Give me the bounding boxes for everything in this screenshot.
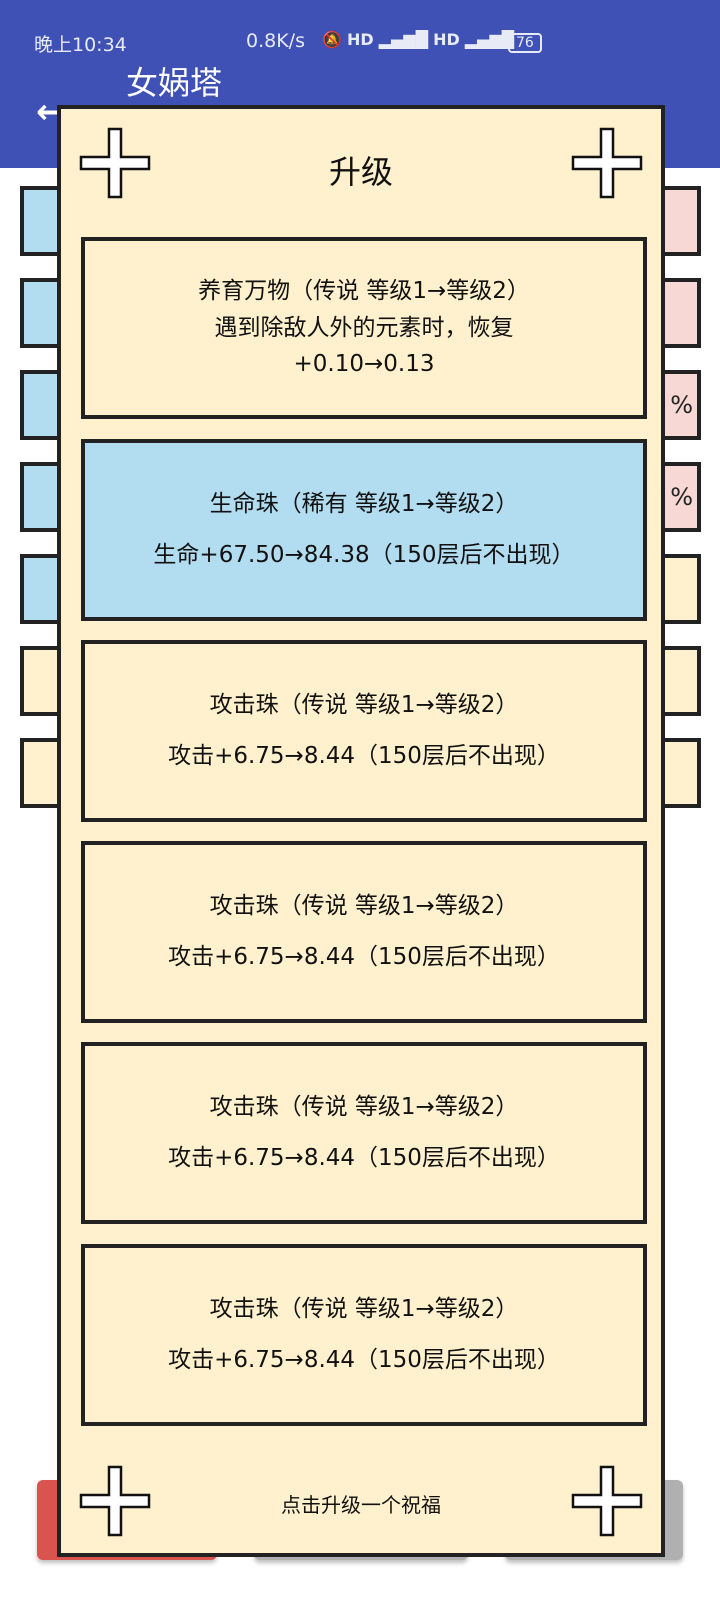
blessing-card[interactable]: 攻击珠（传说 等级1→等级2） 攻击+6.75→8.44（150层后不出现） (81, 1042, 647, 1224)
card-title: 攻击珠（传说 等级1→等级2） (209, 1296, 519, 1323)
card-desc: 攻击+6.75→8.44（150层后不出现） (168, 944, 560, 970)
percent-mark: % (670, 391, 693, 419)
card-desc: 生命+67.50→84.38（150层后不出现） (153, 542, 575, 568)
card-title: 养育万物（传说 等级1→等级2） (198, 277, 530, 304)
signal-icon: ▂▄▆█ (464, 30, 515, 49)
hd-icon: HD (347, 30, 374, 49)
plus-icon (571, 127, 643, 199)
card-title: 攻击珠（传说 等级1→等级2） (209, 893, 519, 920)
status-net-speed: 0.8K/s (246, 30, 305, 52)
status-time: 晚上10:34 (34, 34, 127, 56)
card-desc: 攻击+6.75→8.44（150层后不出现） (168, 1347, 560, 1373)
percent-mark: % (670, 483, 693, 511)
signal-icon: ▂▄▆█ (378, 30, 428, 49)
card-title: 生命珠（稀有 等级1→等级2） (209, 491, 519, 518)
card-desc: 遇到除敌人外的元素时，恢复 (214, 314, 514, 341)
blessing-card[interactable]: 攻击珠（传说 等级1→等级2） 攻击+6.75→8.44（150层后不出现） (81, 841, 647, 1023)
plus-icon (571, 1465, 643, 1537)
card-desc: 攻击+6.75→8.44（150层后不出现） (168, 1145, 560, 1171)
blessing-card[interactable]: 养育万物（传说 等级1→等级2） 遇到除敌人外的元素时，恢复 +0.10→0.1… (81, 237, 647, 419)
battery-icon: 76 (508, 33, 542, 53)
page-title: 女娲塔 (126, 64, 223, 102)
blessing-card[interactable]: 生命珠（稀有 等级1→等级2） 生命+67.50→84.38（150层后不出现） (81, 439, 647, 621)
blessing-card[interactable]: 攻击珠（传说 等级1→等级2） 攻击+6.75→8.44（150层后不出现） (81, 640, 647, 822)
dialog-title: 升级 (328, 153, 393, 191)
status-icons: 🔕 HD ▂▄▆█ HD ▂▄▆█ (322, 30, 515, 49)
plus-icon (79, 127, 151, 199)
card-desc: 攻击+6.75→8.44（150层后不出现） (168, 743, 560, 769)
dialog-hint: 点击升级一个祝福 (281, 1493, 441, 1517)
upgrade-dialog: 升级 养育万物（传说 等级1→等级2） 遇到除敌人外的元素时，恢复 +0.10→… (57, 105, 665, 1557)
card-value: +0.10→0.13 (293, 351, 435, 378)
plus-icon (79, 1465, 151, 1537)
blessing-card[interactable]: 攻击珠（传说 等级1→等级2） 攻击+6.75→8.44（150层后不出现） (81, 1244, 647, 1426)
card-title: 攻击珠（传说 等级1→等级2） (209, 1094, 519, 1121)
hd-icon: HD (433, 30, 460, 49)
card-title: 攻击珠（传说 等级1→等级2） (209, 692, 519, 719)
